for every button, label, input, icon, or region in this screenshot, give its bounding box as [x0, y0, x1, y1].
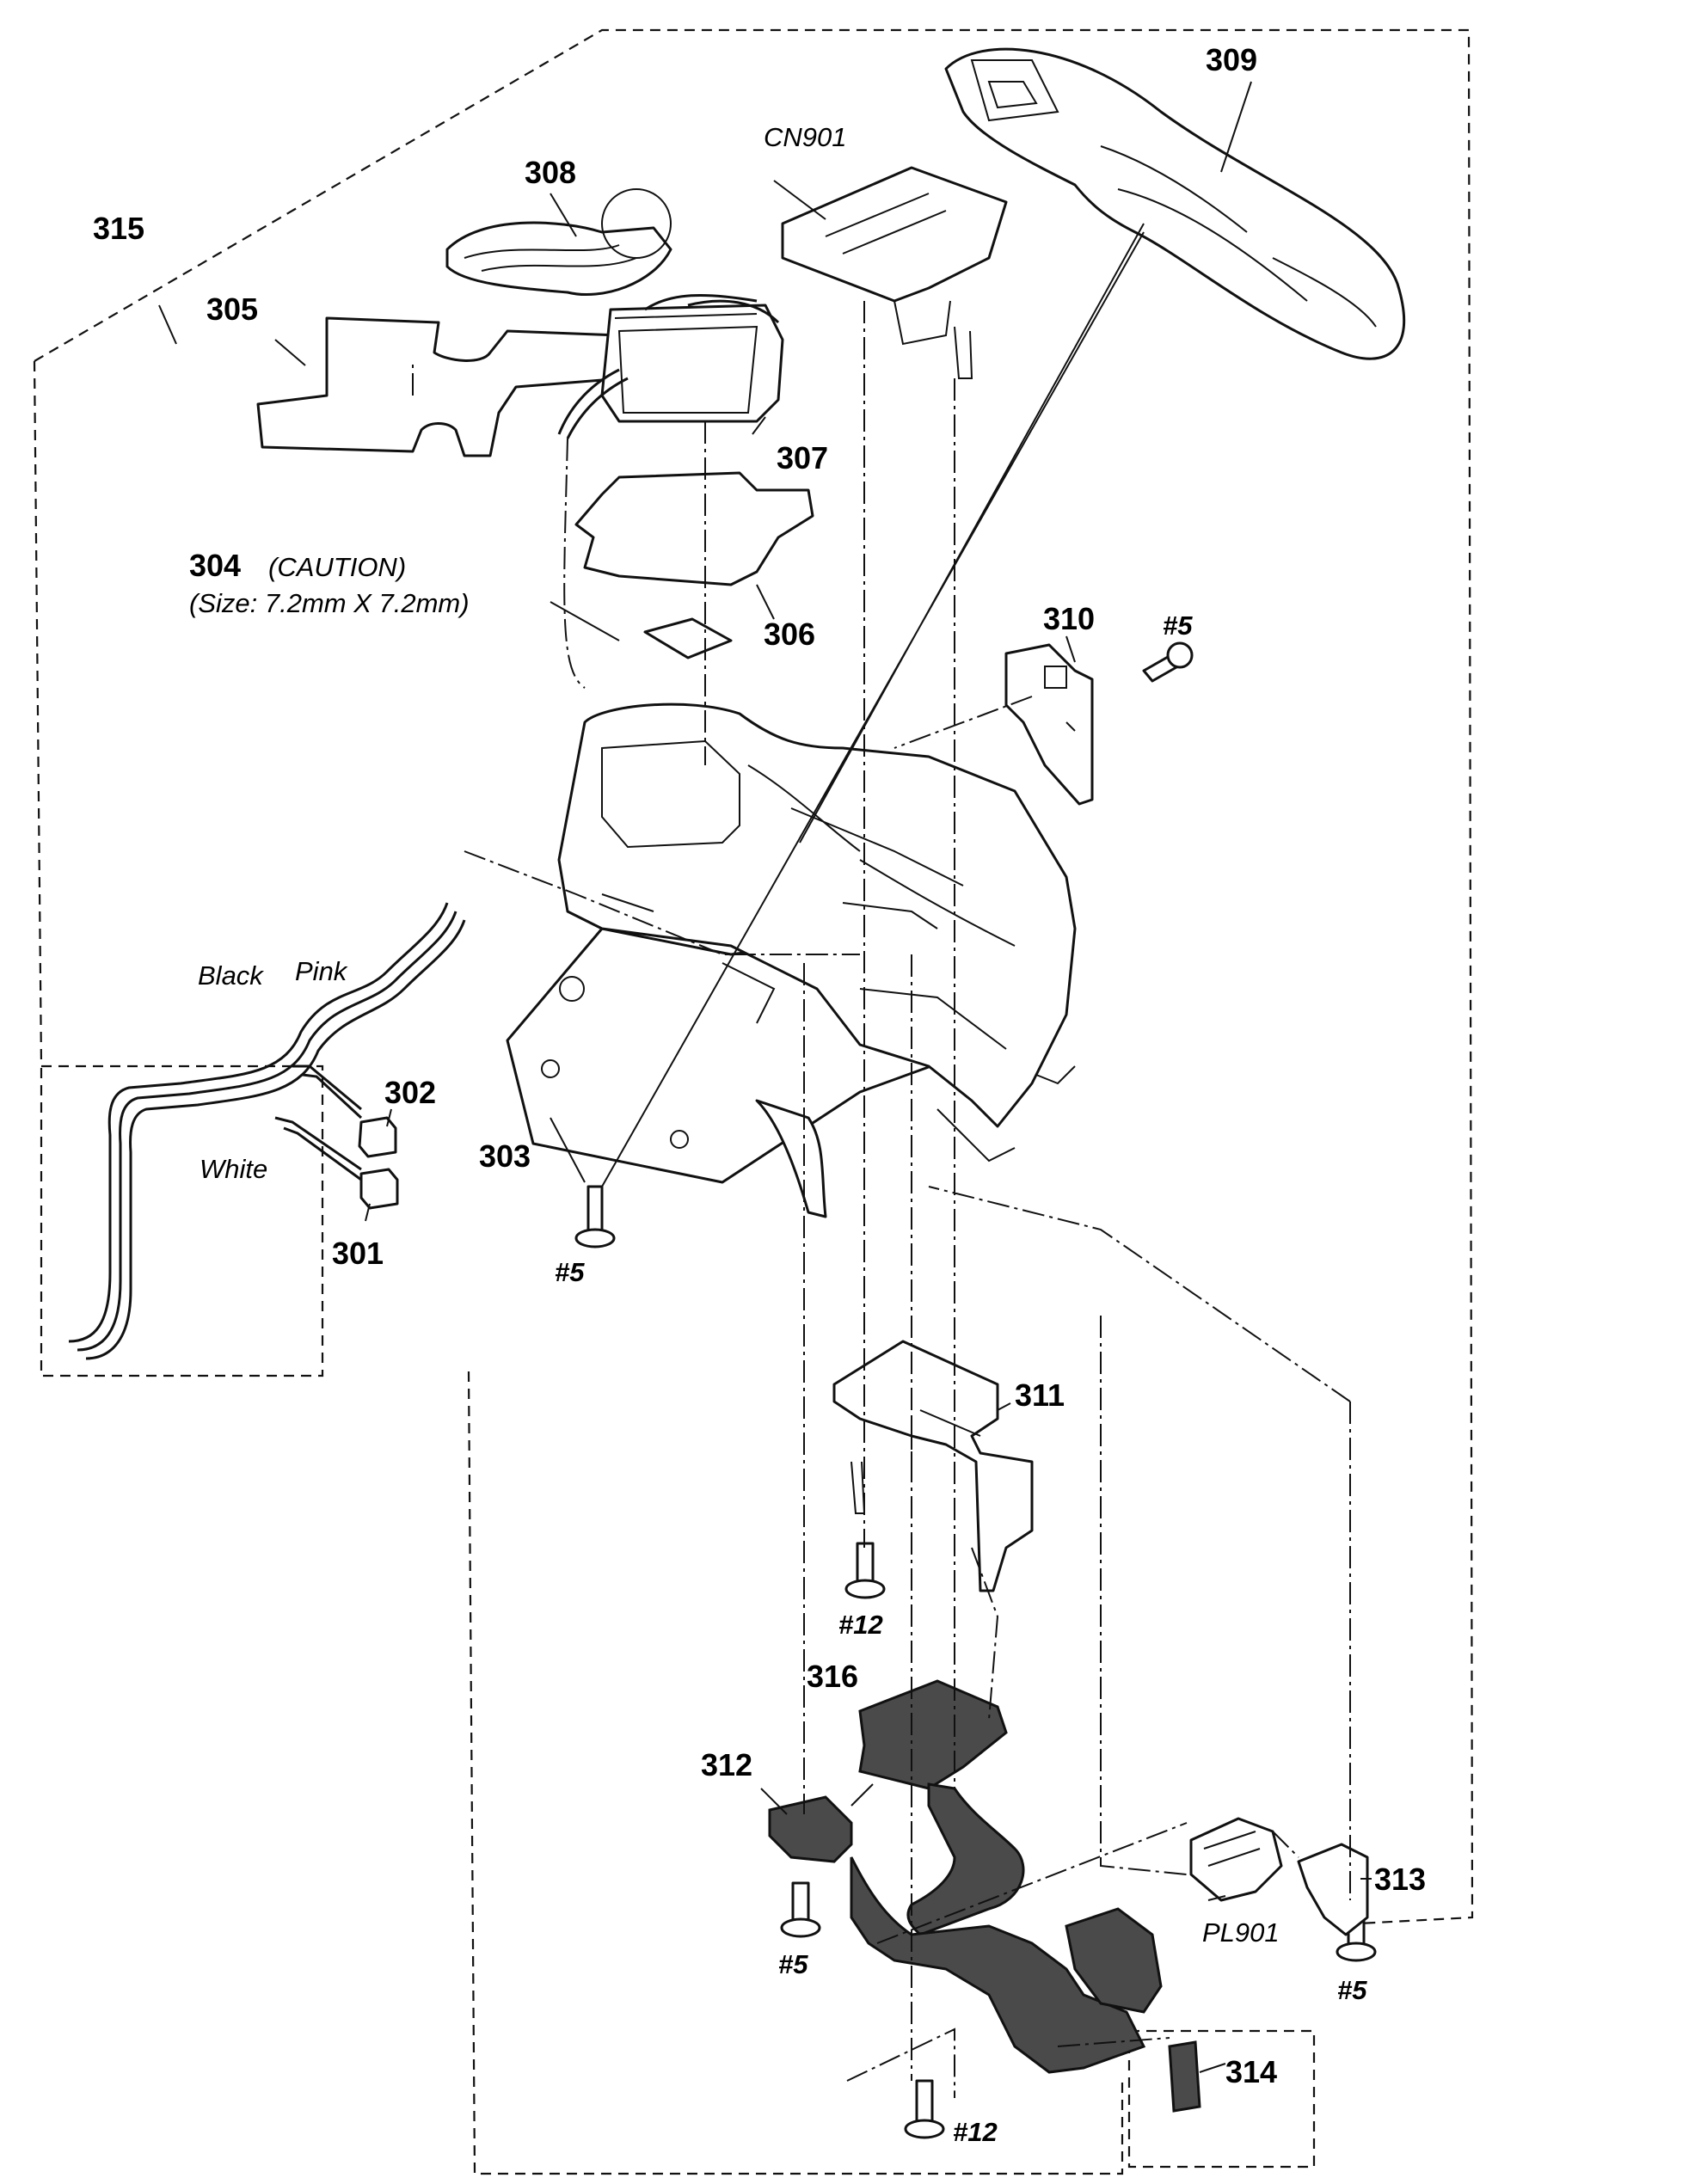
label-cn901: CN901 [764, 122, 847, 152]
part-306-sheet [574, 471, 814, 586]
screw-12-bottom [904, 2079, 945, 2139]
part-313-block [1297, 1843, 1369, 1936]
label-screw-5-left: #5 [555, 1257, 585, 1287]
wire-bundle-3 [85, 919, 466, 1360]
pl901-detail [1203, 1831, 1261, 1867]
label-304-caution: (CAUTION) [268, 552, 406, 582]
label-screw-12-bottom: #12 [953, 2117, 998, 2147]
label-screw-12-mid: #12 [838, 1610, 883, 1640]
chassis-hole-2 [541, 1059, 560, 1078]
chassis-hole-3 [670, 1130, 689, 1149]
part-307-display [600, 304, 784, 423]
label-pink: Pink [295, 956, 348, 986]
chassis-details [601, 764, 1016, 1050]
part-307-wires [557, 293, 780, 439]
wire-end-pink [292, 1064, 363, 1120]
cn901-detail [825, 193, 973, 379]
label-302: 302 [384, 1075, 436, 1110]
label-311: 311 [1015, 1377, 1065, 1413]
label-black: Black [198, 960, 264, 991]
part-311-bracket [832, 1340, 1034, 1592]
part-308-cable [445, 221, 672, 297]
label-303: 303 [479, 1138, 531, 1174]
flex-right-block [1065, 1907, 1163, 2014]
part-308-lines [464, 244, 637, 272]
wire-end-white [274, 1116, 362, 1181]
wire-bundle-2 [77, 911, 457, 1352]
part-310-detail [1044, 666, 1076, 732]
chassis-right-tabs [936, 1065, 1076, 1163]
assembly-lower-boundary [467, 1371, 1124, 2175]
assembly-315-boundary [34, 28, 1474, 1926]
part-305-sheet [256, 316, 625, 457]
label-301: 301 [332, 1236, 384, 1271]
label-314: 314 [1225, 2054, 1277, 2089]
part-309-texture [1100, 145, 1377, 328]
chassis-window [601, 739, 740, 849]
label-313: 313 [1374, 1862, 1426, 1897]
label-screw-5-top: #5 [1163, 610, 1193, 641]
part-311-detail [850, 1409, 981, 1514]
wire-group-top-left [33, 360, 43, 1067]
part-316-board [858, 1679, 1008, 1790]
part-314-tag [1168, 2040, 1201, 2113]
label-316: 316 [807, 1659, 858, 1694]
label-315: 315 [93, 211, 144, 246]
part-cn901-connector [781, 166, 1008, 303]
part-309-cover [944, 47, 1406, 360]
part-312-block [768, 1795, 853, 1863]
label-304: 304 [189, 548, 241, 583]
leader-lines [158, 81, 1372, 2073]
wire-group-boundary [40, 1064, 324, 1377]
label-306: 306 [764, 617, 815, 652]
label-304-size: (Size: 7.2mm X 7.2mm) [189, 588, 470, 618]
label-312: 312 [701, 1747, 752, 1782]
part-304-pad [643, 617, 733, 659]
label-screw-5-312: #5 [778, 1949, 808, 1979]
label-screw-5-313: #5 [1337, 1975, 1367, 2005]
screw-5-left [574, 1185, 616, 1248]
guide-309-line [601, 223, 1145, 1187]
guide-lines [412, 301, 1351, 2098]
part-302-block [358, 1116, 397, 1158]
flex-lower [850, 1856, 1146, 2074]
screw-5-top [1142, 641, 1194, 683]
part-309-window [970, 59, 1059, 122]
label-308: 308 [525, 155, 576, 190]
part-pl901-connector [1189, 1817, 1283, 1902]
label-309: 309 [1206, 42, 1257, 77]
part-307-face [614, 313, 758, 414]
screw-12-mid [844, 1542, 886, 1599]
wire-bundle [68, 902, 449, 1343]
flex-ribbon [906, 1782, 1025, 1936]
chassis-hole-1 [559, 976, 585, 1002]
chassis-housing [557, 702, 1077, 1128]
label-307: 307 [777, 440, 828, 475]
label-pl901: PL901 [1202, 1917, 1280, 1948]
chassis-lower-tab [755, 1099, 827, 1218]
part-310-bracket [1004, 643, 1094, 806]
screw-5-312 [780, 1881, 821, 1938]
part-301-block [359, 1168, 399, 1210]
label-305: 305 [206, 291, 258, 327]
part-314-boundary [1127, 2029, 1316, 2169]
label-white: White [200, 1154, 267, 1184]
label-310: 310 [1043, 601, 1095, 636]
